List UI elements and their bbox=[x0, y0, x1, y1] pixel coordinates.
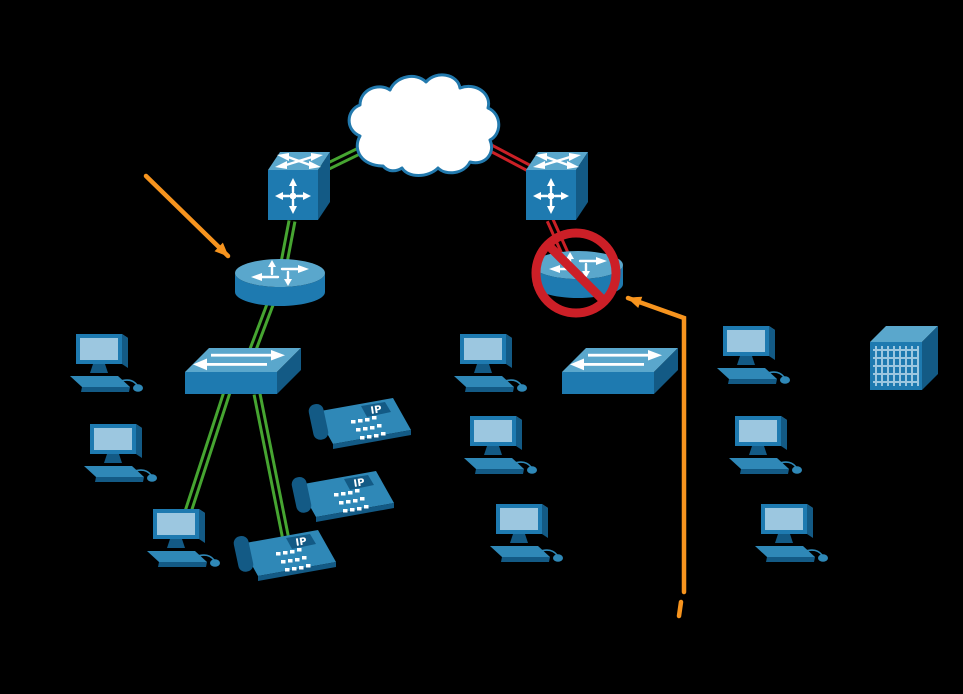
ip-phone-1-icon bbox=[307, 398, 411, 449]
pc-4-icon bbox=[453, 333, 528, 393]
prohibition-slash bbox=[543, 240, 609, 306]
ip-phone-3-icon bbox=[232, 530, 336, 581]
pc-2-icon bbox=[83, 423, 158, 483]
edge-router-icon bbox=[233, 257, 327, 308]
core-switch-right-icon bbox=[524, 150, 590, 222]
pc-8-icon bbox=[728, 415, 803, 475]
cloud-icon bbox=[347, 73, 501, 177]
link-access-switch-ip-phone bbox=[252, 393, 291, 541]
core-switch-left-icon bbox=[266, 150, 332, 222]
appliance-icon bbox=[869, 325, 939, 391]
pc-1-icon bbox=[69, 333, 144, 393]
no-symbol bbox=[531, 228, 621, 318]
pc-3-icon bbox=[146, 508, 221, 568]
pc-9-icon bbox=[754, 503, 829, 563]
annotations bbox=[143, 173, 687, 619]
pc-7-icon bbox=[716, 325, 791, 385]
access-switch-right-icon bbox=[562, 348, 678, 394]
callout-arrow-left bbox=[143, 173, 231, 259]
pc-5-icon bbox=[463, 415, 538, 475]
wan-cloud bbox=[347, 73, 501, 177]
ip-phone-2-icon bbox=[290, 471, 394, 522]
link-access-switch-pc bbox=[181, 390, 232, 520]
access-switch-left-icon bbox=[185, 348, 301, 394]
callout-arrow-tail-dash bbox=[676, 599, 684, 619]
callout-arrow-right bbox=[625, 295, 687, 595]
pc-6-icon bbox=[489, 503, 564, 563]
prohibition-ring bbox=[531, 228, 621, 318]
